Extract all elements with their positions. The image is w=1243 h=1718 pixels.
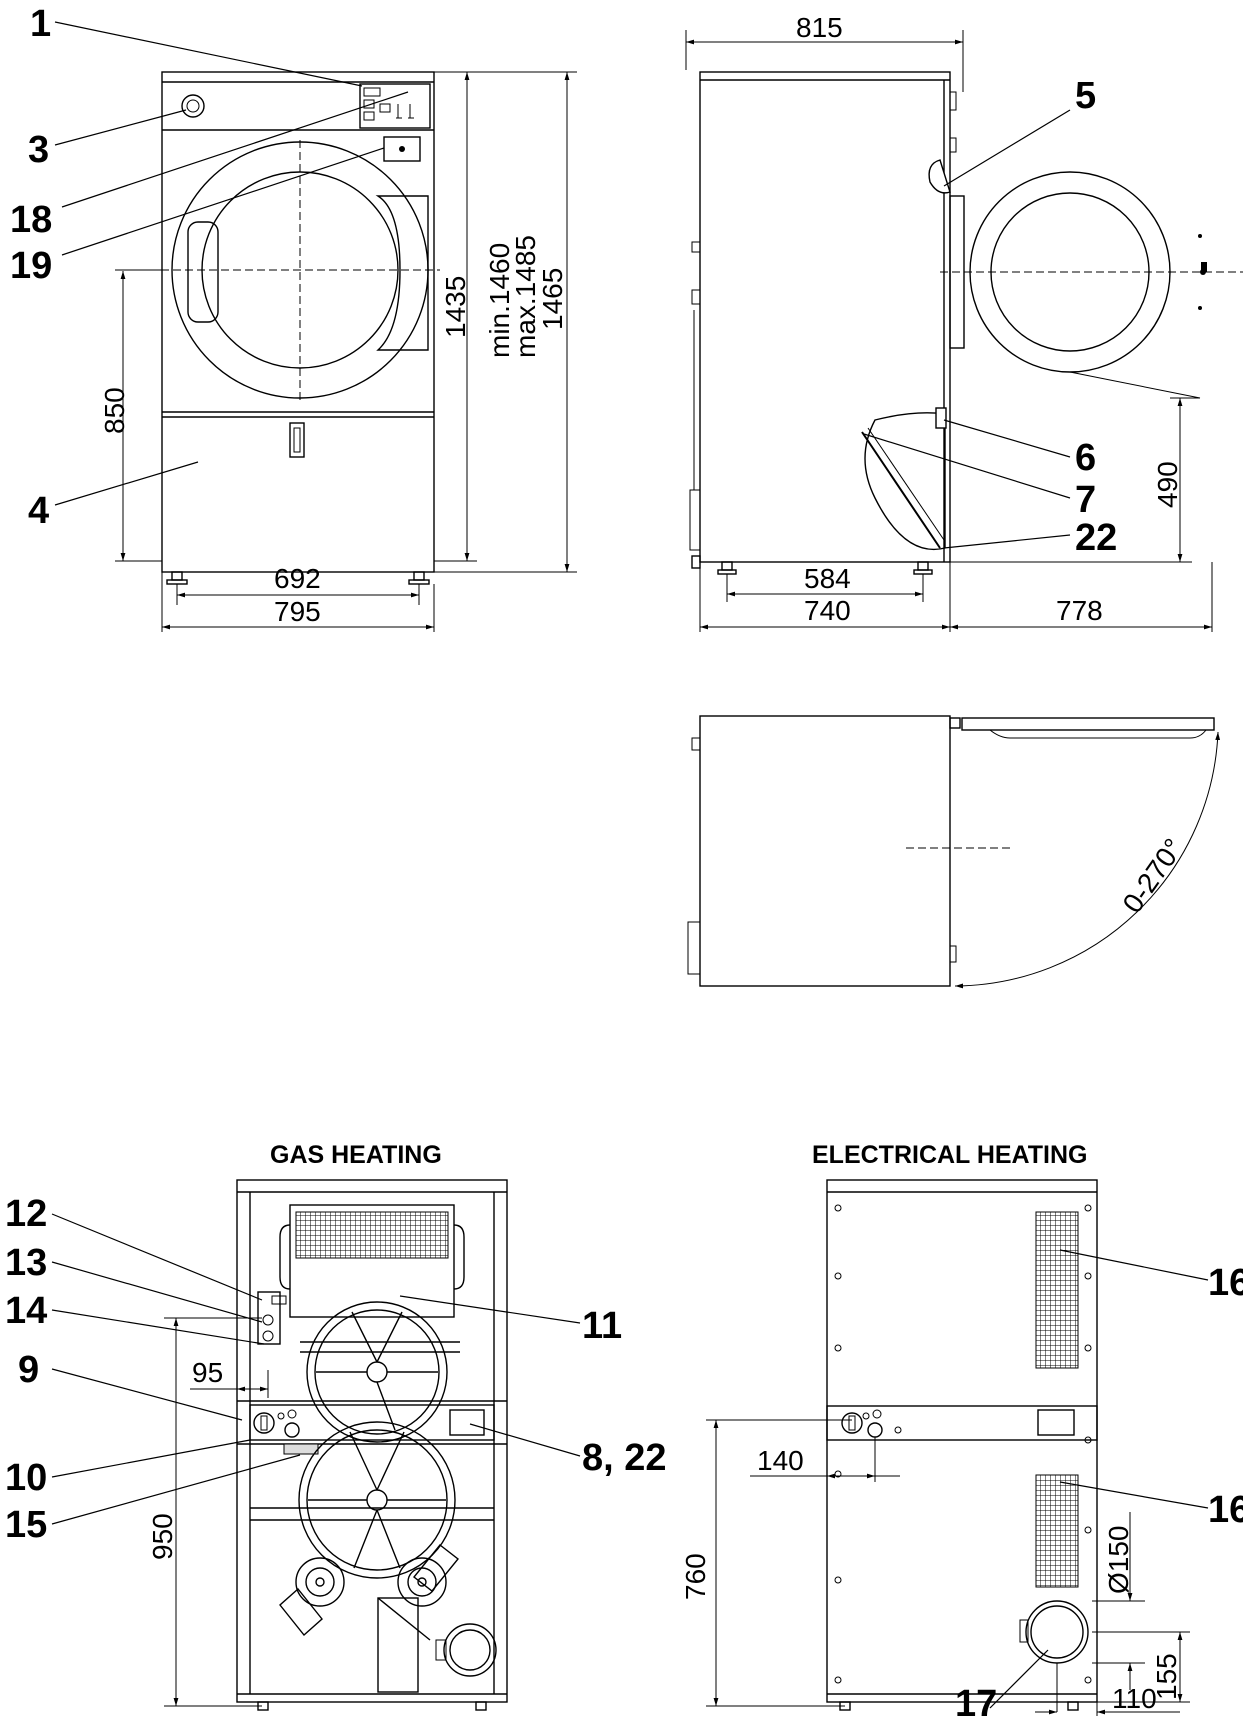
gas-rating-plate: [449, 1409, 485, 1436]
lower-drum-wheel: [298, 1421, 456, 1579]
side-cabinet-outline: [699, 71, 951, 563]
dim-778: 778: [1056, 595, 1103, 626]
door-angle: 0-270°: [1117, 833, 1190, 919]
lint-filter-7: [861, 431, 941, 549]
electric-connection-panel: [826, 1405, 1098, 1441]
dim-740: 740: [804, 595, 851, 626]
upper-pulley: [306, 1301, 448, 1443]
front-view: 1 3 18 19 4 850 1435 min.1460 max.1485 1…: [10, 3, 577, 632]
control-panel: [359, 83, 431, 129]
callout-10: 10: [5, 1457, 47, 1499]
dim-760: 760: [680, 1553, 711, 1600]
callout-5: 5: [1075, 75, 1096, 117]
motor-pulley-right: [397, 1557, 447, 1607]
dim-95: 95: [192, 1357, 223, 1388]
callout-13: 13: [5, 1242, 47, 1284]
top-cabinet-outline: [699, 715, 951, 987]
gas-exhaust-outlet: [443, 1623, 497, 1677]
dim-795: 795: [274, 596, 321, 627]
dim-692: 692: [274, 563, 321, 594]
gas-connection-panel: [249, 1404, 495, 1441]
dim-584: 584: [804, 563, 851, 594]
callout-3: 3: [28, 129, 49, 171]
callout-12: 12: [5, 1193, 47, 1235]
electrical-heating-view: ELECTRICAL HEATING: [680, 1141, 1243, 1718]
callout-22: 22: [1075, 517, 1117, 559]
gas-cabinet-outline: [236, 1179, 508, 1703]
dim-diameter-150: Ø150: [1103, 1526, 1134, 1595]
dim-490: 490: [1152, 461, 1183, 508]
callout-9: 9: [18, 1349, 39, 1391]
dim-min-1460: min.1460: [484, 243, 515, 358]
lint-door-handle: [289, 422, 305, 458]
lint-filter-cutout: [864, 412, 946, 551]
dim-1465: 1465: [537, 268, 568, 330]
lower-heater-grille: [1035, 1474, 1079, 1588]
gas-heating-view: GAS HEATING: [5, 1141, 667, 1711]
callout-16-upper: 16: [1208, 1262, 1243, 1304]
dim-max-1485: max.1485: [510, 235, 541, 358]
burner-box-11: [289, 1204, 455, 1318]
callout-14: 14: [5, 1290, 47, 1332]
upper-heater-grille: [1035, 1211, 1079, 1369]
electric-cabinet-outline: [826, 1179, 1098, 1703]
dim-155: 155: [1151, 1653, 1182, 1700]
door-swing-arc: [954, 731, 1221, 989]
dim-1435: 1435: [440, 276, 471, 338]
callout-18: 18: [10, 199, 52, 241]
dim-110: 110: [1112, 1683, 1157, 1714]
gas-heating-title: GAS HEATING: [270, 1141, 442, 1169]
top-view: 0-270°: [687, 715, 1221, 989]
dim-850: 850: [99, 387, 130, 434]
electric-rating-plate: [1037, 1409, 1075, 1436]
callout-1: 1: [30, 3, 51, 45]
callout-6: 6: [1075, 437, 1096, 479]
door-handle: [187, 221, 219, 323]
knob-3: [181, 94, 205, 118]
coin-slot-19: [383, 136, 421, 162]
side-view: 815 5 6 7 22 490 584 740 778: [685, 12, 1243, 632]
door-hinge-plate: [375, 195, 429, 351]
dim-815: 815: [796, 12, 843, 43]
callout-8-22: 8, 22: [582, 1437, 667, 1479]
callout-17: 17: [955, 1683, 997, 1718]
motor-pulley-left: [295, 1557, 345, 1607]
dim-140: 140: [757, 1445, 804, 1476]
callout-11: 11: [582, 1305, 622, 1347]
callout-4: 4: [28, 490, 49, 532]
callout-16-lower: 16: [1208, 1489, 1243, 1531]
top-door-open: [961, 717, 1215, 731]
electrical-heating-title: ELECTRICAL HEATING: [812, 1141, 1087, 1169]
dim-950: 950: [147, 1513, 178, 1560]
callout-15: 15: [5, 1504, 47, 1546]
front-cabinet-outline: [161, 71, 435, 573]
electric-exhaust-outlet: [1025, 1600, 1089, 1664]
callout-7: 7: [1075, 479, 1096, 521]
callout-19: 19: [10, 245, 52, 287]
